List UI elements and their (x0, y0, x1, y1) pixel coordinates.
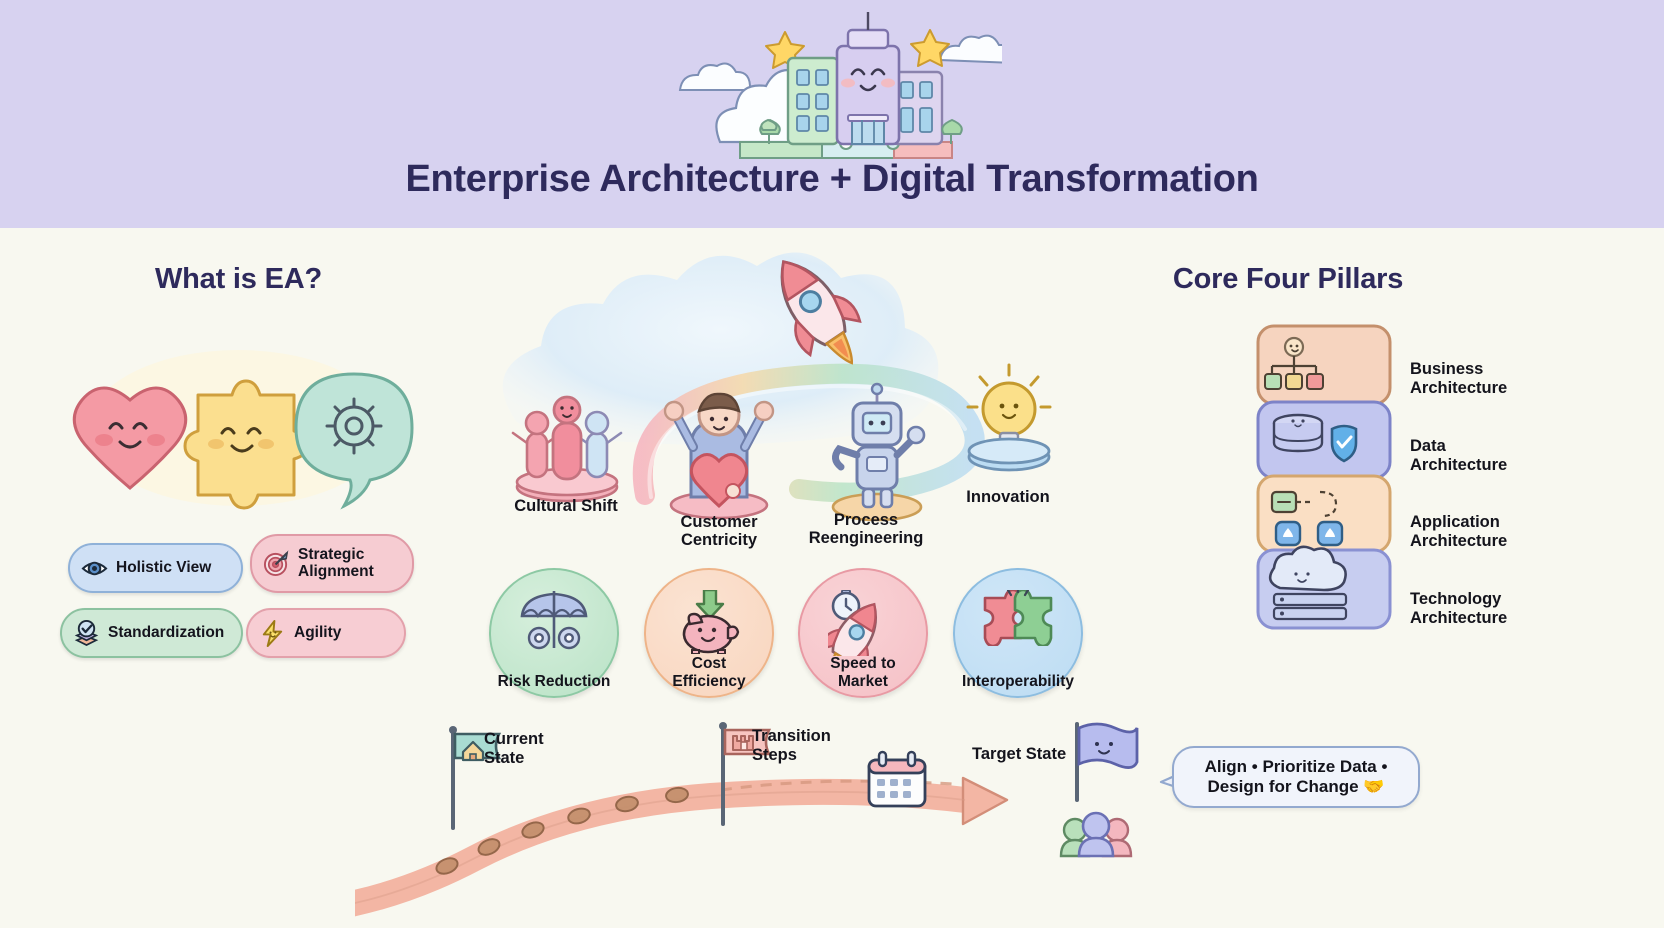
pillar-block-business (1256, 324, 1392, 406)
badge-holistic-view[interactable]: Holistic View (68, 543, 243, 593)
benefit-label: Interoperability (962, 672, 1074, 690)
benefit-cost-efficiency[interactable]: Cost Efficiency (644, 568, 774, 698)
callout-text: Align • Prioritize Data • Design for Cha… (1204, 756, 1388, 796)
benefit-interoperability[interactable]: Interoperability (953, 568, 1083, 698)
roadmap-label-target-state: Target State (972, 745, 1067, 763)
section-title-core-four-pillars: Core Four Pillars (1172, 263, 1404, 295)
driver-label-innovation: Innovation (966, 488, 1050, 506)
badge-label: Standardization (108, 623, 225, 641)
benefit-speed-to-market[interactable]: Speed to Market (798, 568, 928, 698)
flag-with-castle-icon (719, 722, 772, 826)
driver-label-customer-centricity: Customer Centricity (680, 513, 758, 550)
heart-puzzle-gear-illustration (72, 350, 414, 510)
roadmap-label-current-state: Current State (484, 730, 544, 767)
benefit-label: Risk Reduction (497, 672, 611, 690)
badge-standardization[interactable]: Standardization (60, 608, 243, 658)
pillar-label-technology-architecture: Technology Architecture (1410, 590, 1508, 628)
callout-bubble: Align • Prioritize Data • Design for Cha… (1172, 746, 1420, 808)
umbrella-over-gears-icon (520, 591, 588, 650)
pillar-label-business-architecture: Business Architecture (1410, 360, 1508, 398)
driver-label-process-reengineering: Process Reengineering (808, 511, 924, 548)
pillar-label-application-architecture: Application Architecture (1410, 513, 1508, 551)
piggy-bank-with-down-arrow-icon (682, 590, 740, 654)
calendar-icon (867, 750, 927, 808)
benefit-risk-reduction[interactable]: Risk Reduction (489, 568, 619, 698)
badge-agility[interactable]: Agility (246, 608, 406, 658)
flag-with-house-icon (449, 726, 502, 830)
pillar-stack-illustration (1256, 324, 1392, 630)
office-buildings-illustration (678, 12, 1002, 159)
header-banner: Enterprise Architecture + Digital Transf… (0, 0, 1664, 228)
smiling-flag-icon (1075, 722, 1139, 802)
people-group-icon (1059, 811, 1133, 858)
page-title: Enterprise Architecture + Digital Transf… (405, 158, 1259, 200)
driver-label-cultural-shift: Cultural Shift (514, 497, 618, 515)
roadmap-label-transition-steps: Transition Steps (752, 727, 831, 764)
pillar-block-data (1256, 400, 1392, 480)
benefit-label: Speed to Market (830, 655, 896, 690)
badge-strategic-alignment[interactable]: Strategic Alignment (250, 534, 414, 593)
badge-label: Strategic Alignment (298, 545, 374, 580)
rocket-with-stopwatch-icon (828, 590, 877, 656)
section-title-what-is-ea: What is EA? (155, 263, 322, 295)
lightning-bolt-icon (262, 619, 283, 647)
checked-stack-icon (74, 619, 99, 646)
two-puzzle-pieces-icon (983, 590, 1053, 646)
cloud-rocket-illustration (502, 252, 1052, 522)
pillar-block-technology (1256, 545, 1392, 630)
badge-label: Holistic View (116, 558, 212, 576)
roadmap-illustration (355, 722, 1139, 917)
eye-icon (81, 561, 108, 575)
benefit-label: Cost Efficiency (672, 655, 746, 690)
badge-label: Agility (294, 623, 342, 641)
pillar-label-data-architecture: Data Architecture (1410, 437, 1508, 475)
target-dart-icon (263, 550, 289, 577)
pillar-block-application (1256, 474, 1392, 554)
